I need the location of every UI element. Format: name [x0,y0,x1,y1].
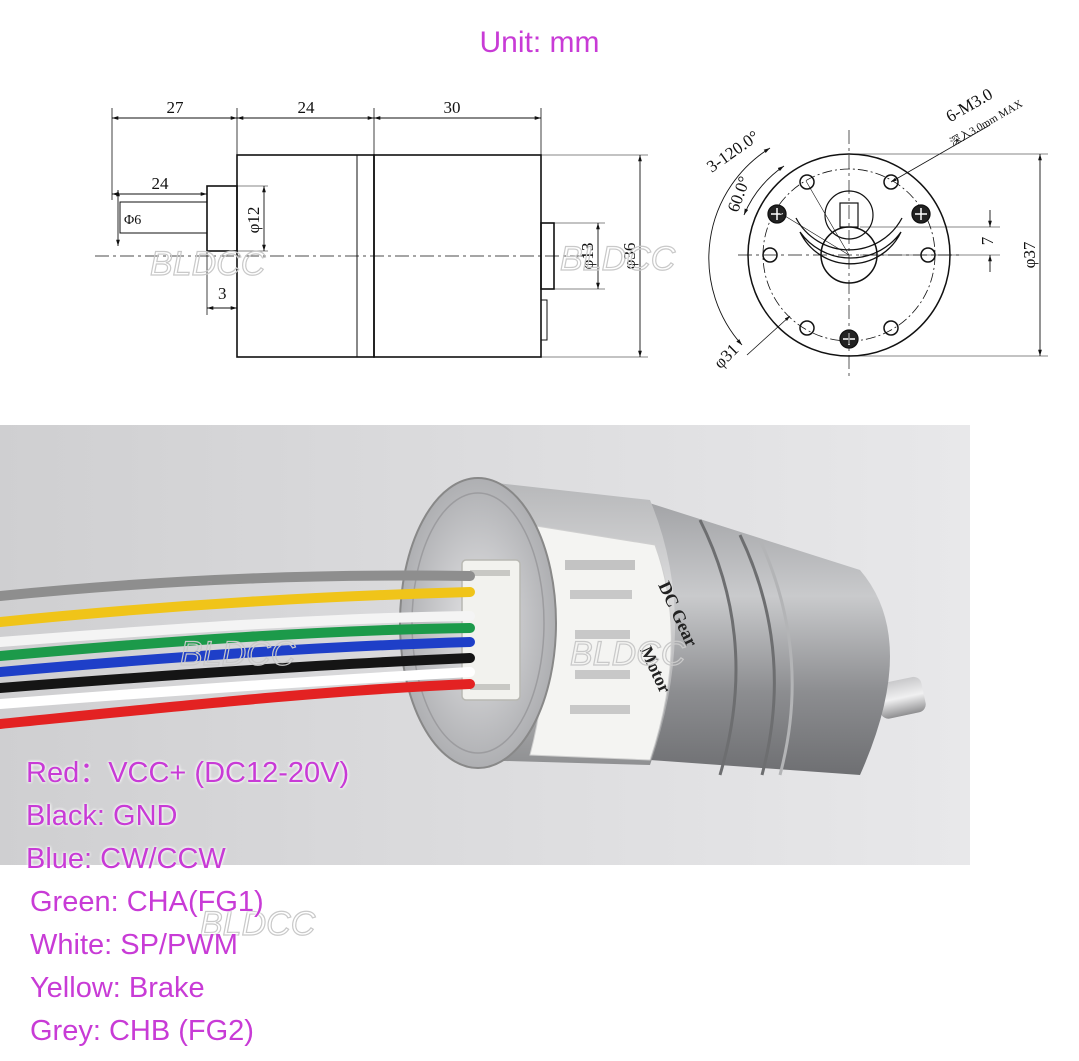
front-view [708,124,1048,378]
unit-title: Unit: mm [479,26,600,59]
dim-body-dia: φ36 [620,243,639,270]
wire-bundle [0,570,475,729]
watermark-2: BLDCC [570,635,686,673]
wire-legend-black: Black: GND [26,800,178,832]
gearbox-body [640,500,890,775]
watermark-3: BLDCC [150,245,266,283]
dim-len-a: 27 [167,98,185,117]
motor-photo: DC Gear Motor BLDCC BLDCC BLDCC BLDCC BL… [0,239,970,944]
dim-front-body-dia: φ37 [1020,241,1039,268]
dim-flat: 7 [978,236,997,245]
dim-boss-dia: φ12 [244,207,263,234]
wire-legend: Red：VCC+ (DC12-20V) Black: GND Blue: CW/… [26,752,349,1053]
wire-legend-grey: Grey: CHB (FG2) [30,1015,254,1047]
watermark-1: BLDCC [180,635,296,673]
dim-len-b: 24 [298,98,316,117]
wire-legend-red: Red：VCC+ (DC12-20V) [26,757,350,789]
dim-shaft-dia: Φ6 [124,213,141,228]
boss-outline [206,185,238,252]
wire-legend-white: White: SP/PWM [30,929,238,961]
watermark-5: BLDCC [200,905,316,943]
side-view [95,108,648,358]
wire-legend-green: Green: CHA(FG1) [30,886,264,918]
dim-rear-dia: φ13 [578,243,597,270]
dim-shaft-len: 24 [152,174,170,193]
dim-len-c: 30 [444,98,461,117]
dim-angle-holes: 3-120.0° [703,127,762,177]
wire-legend-yellow: Yellow: Brake [30,972,205,1004]
wire-legend-blue: Blue: CW/CCW [26,843,226,875]
dim-offset: 3 [218,284,227,303]
shaft-outline [119,201,208,234]
dim-angle: 60.0° [724,174,754,215]
dim-pcd: φ31 [710,340,742,372]
watermark-4: BLDCC [560,240,676,278]
